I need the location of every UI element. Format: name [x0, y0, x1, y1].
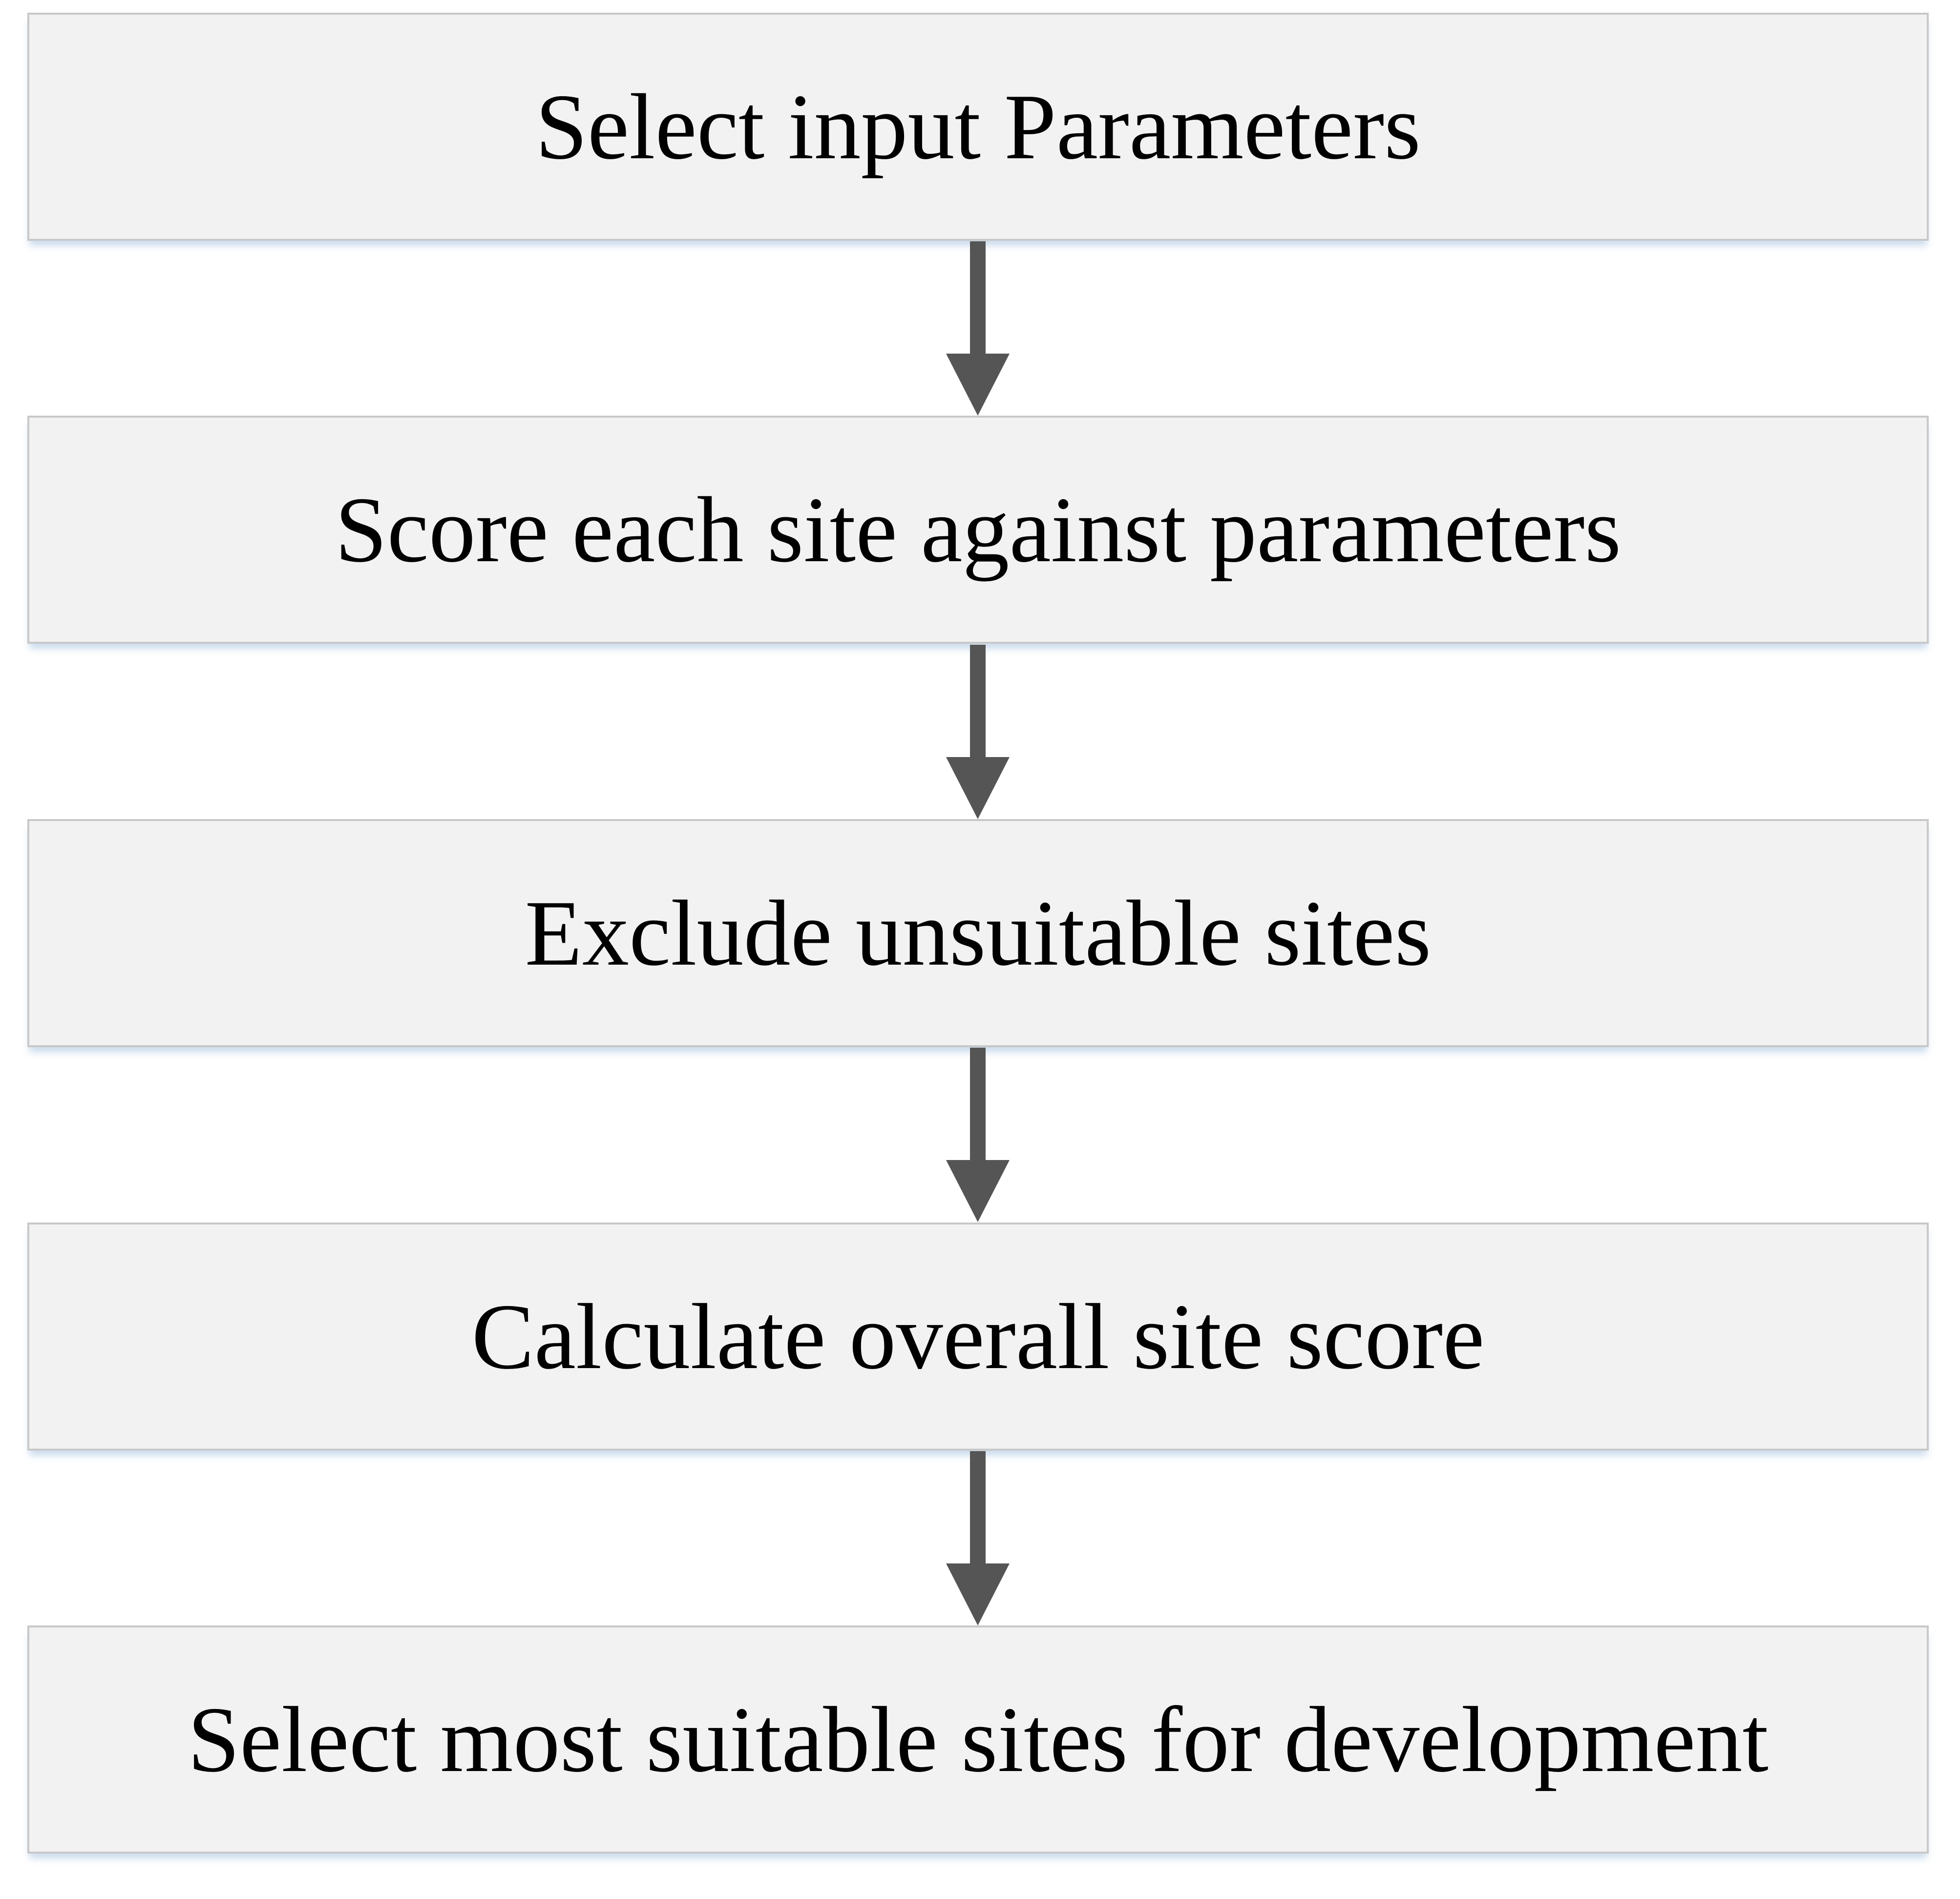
- step-label: Score each site against parameters: [335, 477, 1622, 582]
- step-label: Calculate overall site score: [471, 1284, 1485, 1389]
- down-arrow-icon: [946, 1451, 1010, 1625]
- step-box-exclude-unsuitable-sites: Exclude unsuitable sites: [27, 819, 1929, 1047]
- down-arrow-icon: [946, 1048, 1010, 1222]
- step-label: Select input Parameters: [535, 74, 1421, 179]
- step-label: Exclude unsuitable sites: [525, 881, 1432, 985]
- step-box-select-most-suitable-sites: Select most suitable sites for developme…: [27, 1625, 1929, 1854]
- step-box-select-input-parameters: Select input Parameters: [27, 13, 1929, 241]
- step-box-calculate-overall-score: Calculate overall site score: [27, 1223, 1929, 1451]
- step-label: Select most suitable sites for developme…: [188, 1687, 1769, 1792]
- down-arrow-icon: [946, 645, 1010, 819]
- step-box-score-each-site: Score each site against parameters: [27, 416, 1929, 644]
- down-arrow-icon: [946, 241, 1010, 416]
